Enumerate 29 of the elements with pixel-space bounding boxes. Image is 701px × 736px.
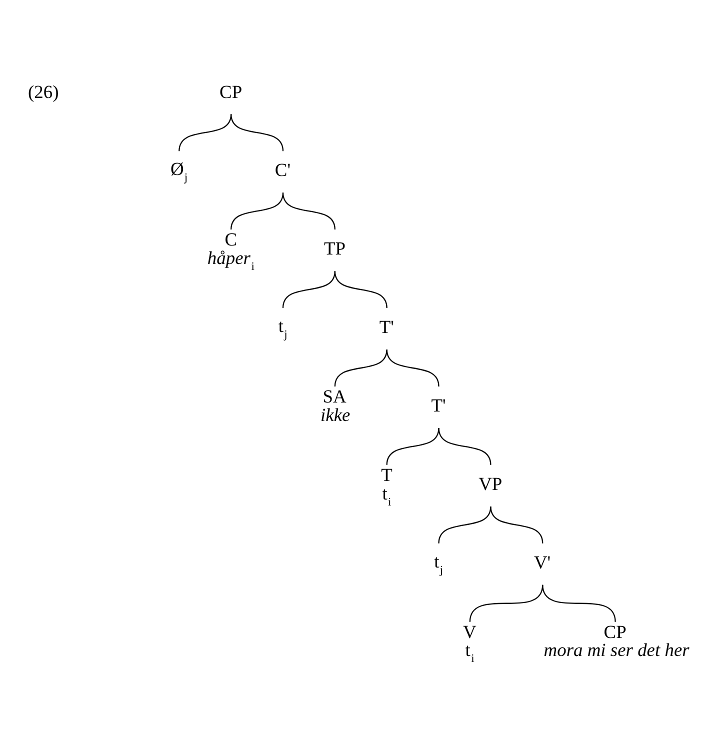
node-text: Ø$_{j}$ xyxy=(170,159,188,184)
node-text: T' xyxy=(379,317,394,338)
node-text: t$_{j}$ xyxy=(434,551,444,576)
node-text: CP xyxy=(220,82,242,102)
node-text: SA ikke xyxy=(320,386,350,425)
connector xyxy=(386,428,440,466)
connector xyxy=(334,349,388,387)
node-text: CP mora mi ser det her xyxy=(544,622,690,660)
connector xyxy=(178,114,232,152)
node-text: T t$_{i}$ xyxy=(381,464,392,508)
connector xyxy=(230,114,284,152)
node-text: V' xyxy=(534,552,551,573)
connector xyxy=(334,270,388,308)
node-text: TP xyxy=(324,238,346,259)
node-text: VP xyxy=(478,474,502,494)
label: (26) xyxy=(28,82,59,102)
node-text: t$_{j}$ xyxy=(278,316,288,341)
connector xyxy=(230,192,284,230)
node-text: V t$_{i}$ xyxy=(463,622,476,666)
connector xyxy=(438,428,492,466)
connector xyxy=(282,270,336,308)
connector xyxy=(282,192,336,230)
connector xyxy=(386,349,440,387)
connector xyxy=(542,584,616,622)
connector xyxy=(490,506,544,544)
node-text: C håper$_{i}$ xyxy=(207,229,254,273)
node-text: T' xyxy=(431,396,446,416)
node-text: C' xyxy=(274,160,291,180)
connector xyxy=(438,506,492,544)
